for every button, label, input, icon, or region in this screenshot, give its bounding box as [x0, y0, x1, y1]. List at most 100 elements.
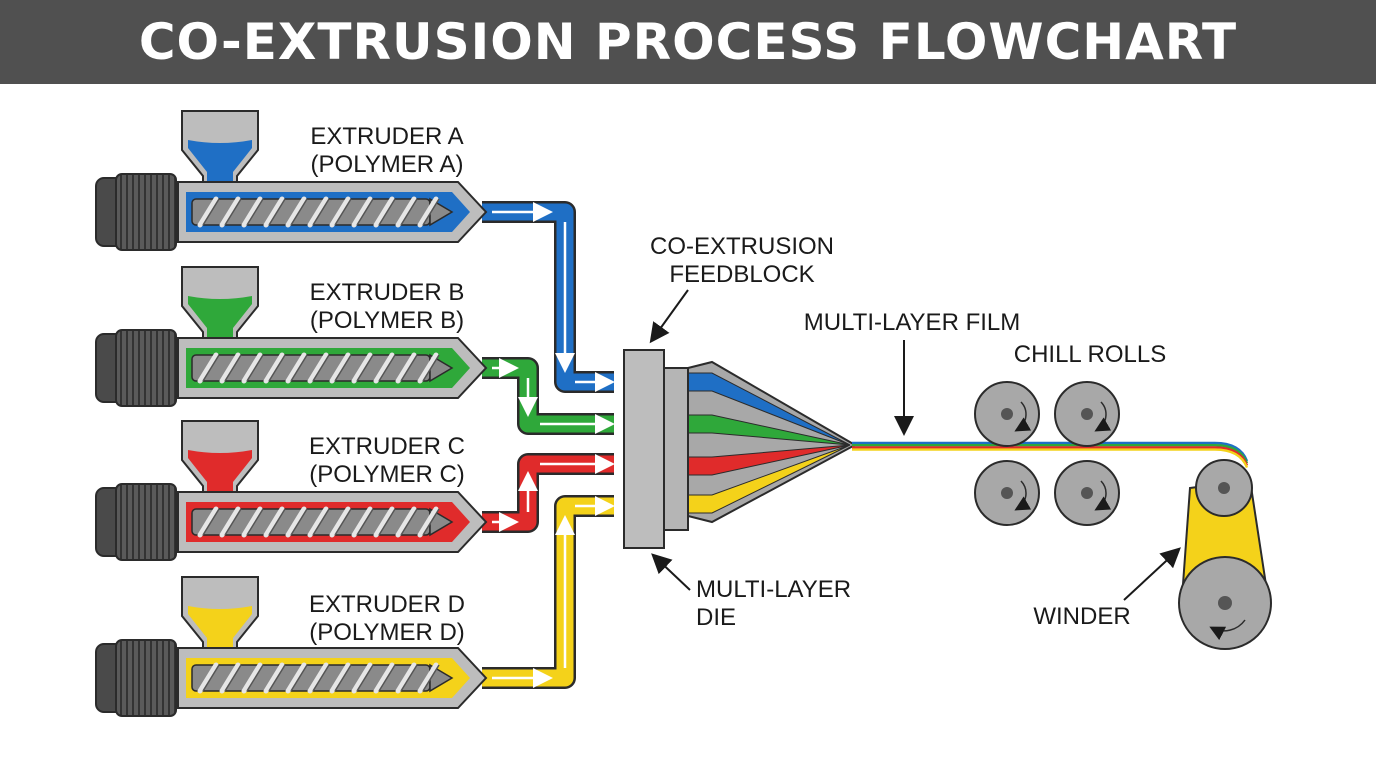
motor-knurl-d	[115, 639, 177, 717]
feedblock-and-die	[623, 349, 858, 549]
extruder-c	[95, 420, 488, 561]
screw-flight	[219, 352, 241, 384]
film-layer-d	[852, 448, 1249, 469]
film-label: MULTI-LAYER FILM	[804, 309, 1020, 336]
motor-knurl-a	[115, 173, 177, 251]
die-layer-stripes	[687, 372, 851, 514]
screw-flight-edge	[246, 354, 264, 382]
screw-flight	[373, 352, 395, 384]
title-bar: CO-EXTRUSION PROCESS FLOWCHART	[0, 0, 1376, 84]
screw-flight	[285, 506, 307, 538]
screw-flight-edge	[246, 198, 264, 226]
screw-flight-edge	[290, 354, 308, 382]
screw-flight	[263, 662, 285, 694]
winder-reel-axle	[1218, 596, 1232, 610]
screw-flight	[307, 352, 329, 384]
screw-flight-edge	[202, 664, 220, 692]
extruder-label-b-line1: EXTRUDER B	[310, 279, 465, 306]
chill-roll-rotation-2	[1094, 401, 1112, 432]
screw-flight	[219, 662, 241, 694]
screw-flight	[241, 506, 263, 538]
motor-knurl-c	[115, 483, 177, 561]
screw-flight	[241, 352, 263, 384]
winder-top-axle	[1218, 482, 1230, 494]
screw-flight-edge	[202, 508, 220, 536]
chill-roll-axle-3	[1001, 487, 1013, 499]
screw-flight-edge	[356, 354, 374, 382]
extruder-label-d-line2: (POLYMER D)	[309, 619, 465, 646]
chill-roll-axle-2	[1081, 408, 1093, 420]
winder-label: WINDER	[1033, 603, 1130, 630]
screw-flight-edge	[246, 664, 264, 692]
chill-roll-rotation-4	[1094, 480, 1112, 511]
screw-flight	[395, 662, 417, 694]
screw-flight	[329, 352, 351, 384]
die-label-line2: DIE	[696, 604, 736, 631]
screw-flight-edge	[334, 664, 352, 692]
screw-flight-edge	[378, 508, 396, 536]
screw-flight	[219, 196, 241, 228]
screw-flight-edge	[334, 198, 352, 226]
screw-flight-edge	[290, 664, 308, 692]
extruder-label-a-line2: (POLYMER A)	[311, 151, 464, 178]
chill-roll-rotation-3	[1014, 480, 1032, 511]
screw-flight-edge	[290, 508, 308, 536]
extruder-group	[95, 110, 488, 717]
screw-flight-edge	[202, 198, 220, 226]
hopper-polymer-a	[188, 140, 252, 188]
screw-flight-edge	[422, 354, 440, 382]
screw-flight	[285, 196, 307, 228]
screw-flight-edge	[268, 664, 286, 692]
screw-flight-edge	[268, 354, 286, 382]
feedblock-label-line1: CO-EXTRUSION	[650, 233, 834, 260]
extruder-b	[95, 266, 488, 407]
hopper-polymer-c	[188, 450, 252, 498]
screw-flight	[351, 352, 373, 384]
winder-rotation-arrow	[1209, 619, 1246, 641]
screw-flight	[417, 196, 439, 228]
extruder-label-d-line1: EXTRUDER D	[309, 591, 465, 618]
extruder-d	[95, 576, 488, 717]
extruder-label-c-line1: EXTRUDER C	[309, 433, 465, 460]
chill-rolls-label: CHILL ROLLS	[1014, 341, 1167, 368]
screw-flight-edge	[422, 664, 440, 692]
screw-flight	[395, 196, 417, 228]
screw-flight	[241, 662, 263, 694]
screw-flight-edge	[400, 354, 418, 382]
screw-flight	[197, 506, 219, 538]
screw-flight	[197, 196, 219, 228]
extruder-a	[95, 110, 488, 251]
screw-flight	[417, 662, 439, 694]
chill-roll-axle-1	[1001, 408, 1013, 420]
extruder-label-b-line2: (POLYMER B)	[310, 307, 464, 334]
screw-flight	[329, 662, 351, 694]
winder-arrow	[1123, 547, 1181, 601]
screw-flight-edge	[312, 198, 330, 226]
screw-flight-edge	[356, 664, 374, 692]
chill-rolls	[974, 381, 1120, 526]
screw-flight-edge	[334, 508, 352, 536]
screw-flight-edge	[400, 664, 418, 692]
screw-flight	[373, 506, 395, 538]
screw-flight-edge	[268, 198, 286, 226]
screw-flight	[329, 196, 351, 228]
screw-flight	[285, 352, 307, 384]
hopper-polymer-b	[188, 296, 252, 344]
winder	[1178, 459, 1272, 650]
screw-flight	[307, 196, 329, 228]
screw-flight	[263, 506, 285, 538]
die-plate	[661, 367, 689, 531]
screw-flight	[219, 506, 241, 538]
extruder-label-c-line2: (POLYMER C)	[309, 461, 465, 488]
screw-flight	[197, 662, 219, 694]
screw-flight-edge	[400, 508, 418, 536]
screw-flight-edge	[378, 354, 396, 382]
extruder-labels: EXTRUDER A(POLYMER A)EXTRUDER B(POLYMER …	[309, 123, 465, 646]
chill-roll-rotation-1	[1014, 401, 1032, 432]
screw-flight	[197, 352, 219, 384]
screw-flight	[285, 662, 307, 694]
screw-flight-edge	[312, 664, 330, 692]
screw-flight	[263, 352, 285, 384]
screw-flight-edge	[378, 198, 396, 226]
screw-flight	[307, 506, 329, 538]
